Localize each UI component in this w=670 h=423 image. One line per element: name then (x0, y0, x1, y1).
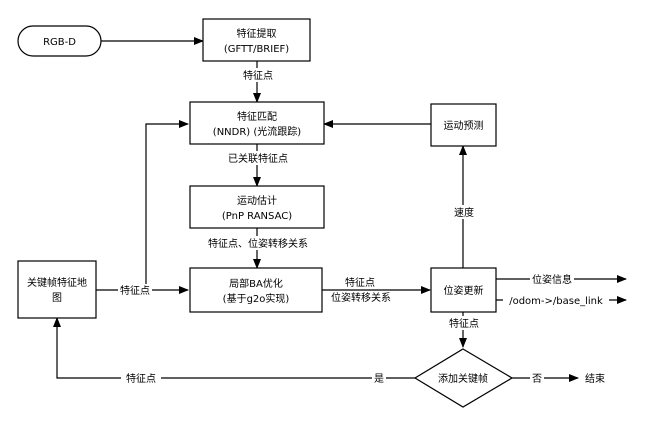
node-local-ba-line2: (基于g2o实现) (223, 292, 290, 305)
edge-label-ba-to-pose-1: 特征点 (345, 277, 375, 289)
edge-map-to-match (96, 120, 189, 291)
edge-label-extract-to-match: 特征点 (243, 70, 273, 82)
node-add-keyframe: 添加关键帧 (413, 348, 514, 408)
node-pose-update-label: 位姿更新 (444, 284, 484, 297)
edge-label-pose-info: 位姿信息 (532, 273, 572, 286)
node-local-ba-line1: 局部BA优化 (229, 277, 283, 290)
node-local-ba: 局部BA优化 (基于g2o实现) (189, 267, 323, 313)
node-pose-update: 位姿更新 (430, 267, 497, 313)
node-feature-extract: 特征提取 (GFTT/BRIEF) (202, 18, 311, 62)
edge-label-ba-to-pose-2: 位姿转移关系 (331, 291, 391, 304)
node-rgbd: RGB-D (17, 25, 102, 57)
node-feature-match-line2: (NNDR) (光流跟踪) (213, 125, 301, 138)
edge-yes-to-map (53, 317, 415, 379)
node-motion-estimation: 运动估计 (PnP RANSAC) (189, 185, 325, 229)
node-motion-estimation-line2: (PnP RANSAC) (222, 211, 292, 222)
node-keyframe-map-line1: 关键帧特征地 (27, 276, 87, 289)
node-motion-estimation-line1: 运动估计 (237, 194, 277, 207)
node-feature-match-line1: 特征匹配 (237, 111, 277, 123)
edge-label-odom-tf: /odom->/base_link (509, 296, 603, 307)
node-feature-extract-line1: 特征提取 (237, 28, 277, 40)
node-motion-prediction: 运动预测 (430, 103, 497, 147)
edge-label-yes-feature: 特征点 (126, 373, 156, 385)
node-keyframe-map: 关键帧特征地 图 (17, 260, 97, 319)
edge-label-pose-to-keyframe: 特征点 (449, 318, 479, 330)
edge-label-yes: 是 (374, 373, 384, 385)
node-end-label: 结束 (585, 372, 605, 385)
node-motion-prediction-label: 运动预测 (444, 119, 484, 132)
node-add-keyframe-label: 添加关键帧 (438, 372, 488, 385)
node-rgbd-label: RGB-D (43, 37, 76, 48)
node-feature-extract-line2: (GFTT/BRIEF) (224, 44, 289, 55)
node-feature-match: 特征匹配 (NNDR) (光流跟踪) (189, 101, 325, 145)
edge-label-pose-to-pred: 速度 (454, 206, 474, 219)
edge-label-match-to-motion: 已关联特征点 (228, 152, 288, 165)
edge-label-no: 否 (532, 373, 542, 385)
edge-label-map-to-ba: 特征点 (120, 285, 150, 297)
edge-label-motion-to-ba: 特征点、位姿转移关系 (208, 237, 308, 250)
node-keyframe-map-line2: 图 (52, 292, 62, 304)
